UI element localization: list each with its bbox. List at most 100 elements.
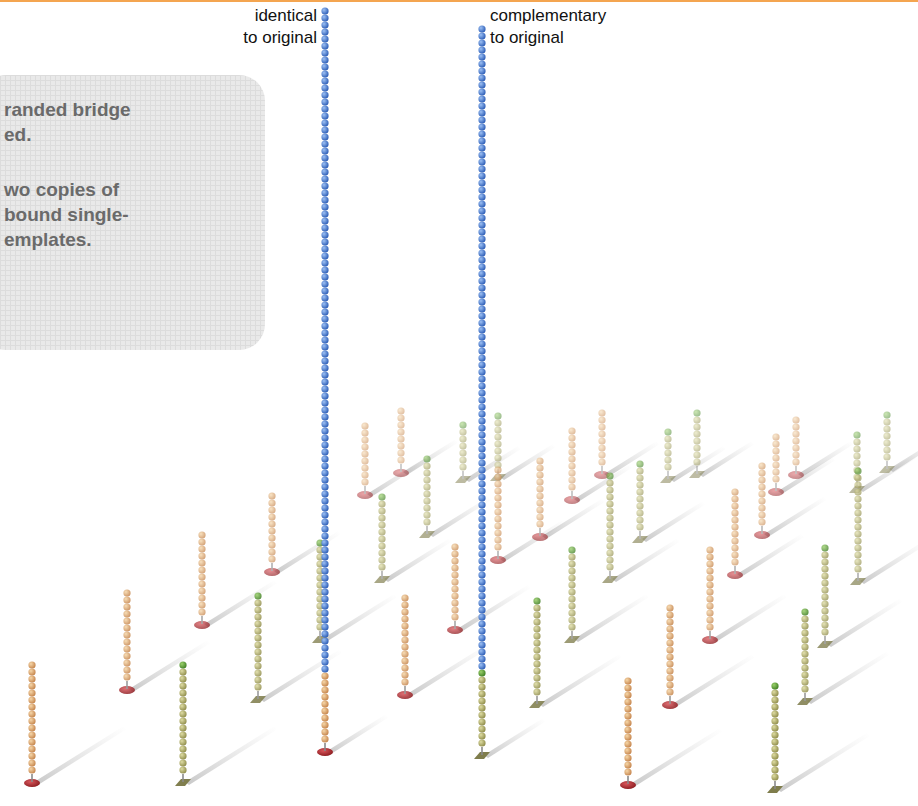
primer-bead <box>494 487 501 494</box>
strand-bead <box>321 91 328 98</box>
primer-shadow <box>778 457 835 494</box>
strand-bead <box>321 518 328 525</box>
strand-bead <box>321 294 328 301</box>
primer-stem <box>497 551 499 559</box>
primer-bead <box>758 462 765 469</box>
primer-p7 <box>490 412 506 481</box>
primer-bead <box>268 527 275 534</box>
primer-bead <box>771 724 778 731</box>
strand-bead <box>321 35 328 42</box>
primer-bead <box>478 718 485 725</box>
primer-bead <box>772 475 779 482</box>
primer-bead <box>536 457 543 464</box>
primer-bead <box>321 693 328 700</box>
strand-bead <box>478 88 485 95</box>
primer-shadow <box>612 539 680 582</box>
primer-bead <box>494 508 501 515</box>
primer-bead <box>361 429 368 436</box>
primer-bead <box>254 599 261 606</box>
strand-bead <box>478 543 485 550</box>
primer-stem <box>857 573 859 581</box>
primer-bead <box>123 673 130 680</box>
primer-bead <box>459 442 466 449</box>
primer-bead <box>636 502 643 509</box>
primer-bead <box>451 571 458 578</box>
strand-bead <box>478 515 485 522</box>
primer-bead <box>321 728 328 735</box>
primer-bead <box>606 556 613 563</box>
primer-bead <box>254 683 261 690</box>
primer-bead <box>706 546 713 553</box>
primer-bead <box>664 456 671 463</box>
primer-bead <box>706 616 713 623</box>
strand-bead <box>321 441 328 448</box>
primer-bead <box>254 662 261 669</box>
strand-bead <box>321 105 328 112</box>
primer-bead <box>636 474 643 481</box>
strand-bead <box>321 301 328 308</box>
strand-bead <box>321 329 328 336</box>
strand-bead <box>478 263 485 270</box>
primer-bead <box>378 549 385 556</box>
primer-bead <box>568 448 575 455</box>
primer-bead <box>854 565 861 572</box>
primer-stem <box>126 681 128 689</box>
strand-layer <box>317 7 490 759</box>
primer-p5 <box>119 589 135 694</box>
strand-bead <box>321 630 328 637</box>
primer-stem <box>696 466 698 474</box>
primer-anchor <box>490 474 506 481</box>
primer-bead <box>478 676 485 683</box>
primer-bead <box>606 500 613 507</box>
primer-stem <box>571 491 573 499</box>
strand-bead <box>321 63 328 70</box>
primer-bead <box>423 476 430 483</box>
primer-bead <box>821 551 828 558</box>
strand-bead <box>321 539 328 546</box>
primer-shadow <box>457 585 531 632</box>
primer-bead <box>568 483 575 490</box>
primer-bead <box>666 667 673 674</box>
primer-bead <box>771 703 778 710</box>
primer-bead <box>606 528 613 535</box>
primer-bead <box>423 490 430 497</box>
primer-bead <box>451 613 458 620</box>
primer-bead <box>179 703 186 710</box>
strand-bead <box>478 592 485 599</box>
primer-bead <box>536 513 543 520</box>
primer-bead <box>179 738 186 745</box>
primer-bead <box>706 553 713 560</box>
primer-bead <box>636 523 643 530</box>
strand-bead <box>321 287 328 294</box>
strand-bead <box>478 32 485 39</box>
strand-bead <box>321 371 328 378</box>
primer-bead <box>378 528 385 535</box>
primer-shadow <box>274 531 341 574</box>
primer-bead <box>792 416 799 423</box>
primer-bead <box>624 761 631 768</box>
strand-bead <box>321 469 328 476</box>
strand-bead <box>321 455 328 462</box>
primer-bead <box>758 469 765 476</box>
primer-shadow <box>712 594 787 642</box>
primer-bead <box>636 488 643 495</box>
primer-bead <box>378 542 385 549</box>
primer-bead <box>268 499 275 506</box>
primer-bead <box>123 603 130 610</box>
primer-p7 <box>312 539 328 643</box>
primer-tip <box>636 460 643 467</box>
strand-bead <box>478 641 485 648</box>
strand-bead <box>321 217 328 224</box>
strand-bead <box>321 581 328 588</box>
primer-bead <box>536 492 543 499</box>
primer-bead <box>459 456 466 463</box>
primer-stem <box>667 471 669 479</box>
primer-tip <box>423 455 430 462</box>
primer-bead <box>198 608 205 615</box>
primer-bead <box>179 724 186 731</box>
strand-bead <box>321 616 328 623</box>
primer-shadow <box>542 499 604 539</box>
primer-shadow <box>204 580 277 627</box>
strand-bead <box>321 21 328 28</box>
primer-bead <box>533 667 540 674</box>
